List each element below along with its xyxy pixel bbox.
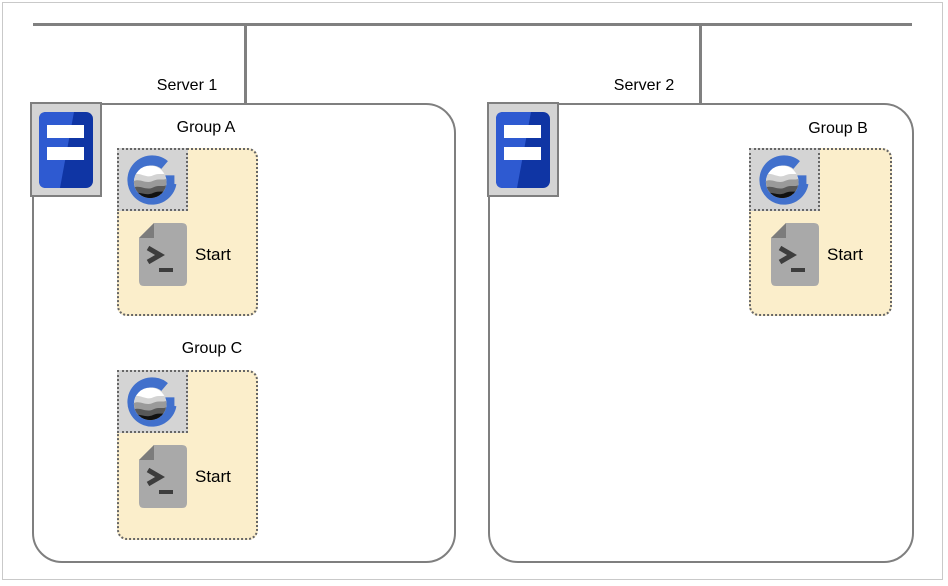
server2-connector-line [699, 23, 702, 104]
server1-label: Server 1 [156, 77, 218, 94]
g-logo-icon [125, 153, 181, 207]
network-bus-line [33, 23, 912, 26]
server1-connector-line [244, 23, 247, 104]
group-a-box: Start [117, 148, 258, 316]
server2-label: Server 2 [613, 77, 675, 94]
server1-container: Group A Start Group C Start [32, 103, 456, 563]
group-c-start-script: Start [139, 445, 231, 508]
g-logo-icon [757, 153, 813, 207]
server2-icon-tile [487, 102, 559, 197]
script-icon [139, 223, 187, 286]
group-c-label: Group C [181, 340, 243, 357]
group-c-box: Start [117, 370, 258, 540]
group-b-label: Group B [808, 120, 868, 137]
server1-icon-tile [30, 102, 102, 197]
server-icon [39, 112, 93, 188]
group-c-app-tile [117, 370, 188, 433]
script-icon [771, 223, 819, 286]
diagram-frame-border [2, 2, 943, 580]
group-b-start-script: Start [771, 223, 863, 286]
server-icon [496, 112, 550, 188]
start-script-label: Start [195, 244, 231, 264]
start-script-label: Start [827, 244, 863, 264]
group-a-label: Group A [176, 119, 236, 136]
start-script-label: Start [195, 466, 231, 486]
group-a-app-tile [117, 148, 188, 211]
server2-container: Group B Start [488, 103, 914, 563]
group-b-app-tile [749, 148, 820, 211]
script-icon [139, 445, 187, 508]
group-a-start-script: Start [139, 223, 231, 286]
group-b-box: Start [749, 148, 892, 316]
g-logo-icon [125, 375, 181, 429]
